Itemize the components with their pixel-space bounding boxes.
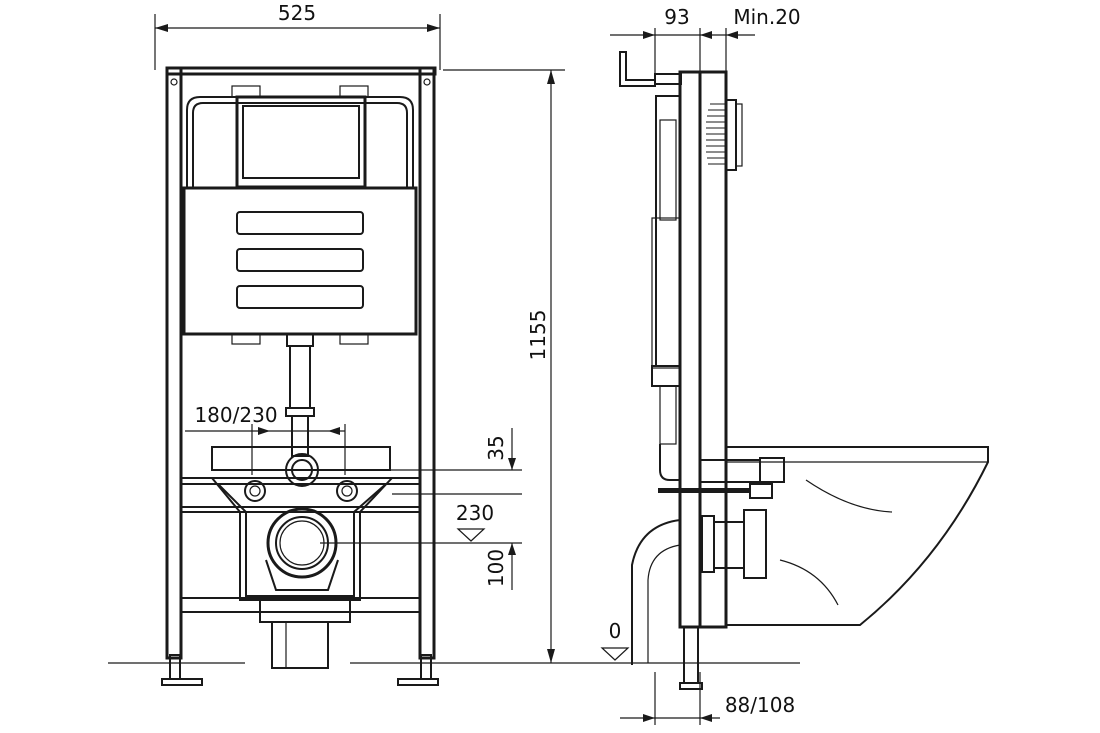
label-93: 93 <box>664 5 689 29</box>
label-35: 35 <box>484 435 508 460</box>
dimension-width: 525 <box>154 1 441 70</box>
label-100: 100 <box>484 549 508 587</box>
side-wall <box>698 70 728 629</box>
label-0: 0 <box>609 619 622 643</box>
height-references <box>320 69 565 544</box>
level-0: 0 <box>600 619 630 661</box>
frame <box>161 66 439 686</box>
dimension-height: 1155 <box>526 70 555 663</box>
pan-bracket <box>181 446 420 669</box>
level-230: 230 <box>456 501 494 542</box>
label-min20: Min.20 <box>733 5 800 29</box>
side-cistern <box>651 95 681 481</box>
cistern <box>182 85 418 345</box>
dimension-100: 100 <box>484 543 516 590</box>
side-view: 93 Min.20 <box>600 5 989 725</box>
dimension-93: 93 Min.20 <box>610 5 801 78</box>
dimension-88-108: 88/108 <box>620 672 795 725</box>
side-frame-post <box>678 70 702 629</box>
spacing-label: 180/230 <box>194 403 277 427</box>
label-88-108: 88/108 <box>725 693 795 717</box>
height-label: 1155 <box>526 310 550 361</box>
label-230: 230 <box>456 501 494 525</box>
wc-pan <box>726 446 989 626</box>
front-view: 525 <box>108 1 800 686</box>
connections <box>631 457 785 665</box>
top-hook <box>619 51 656 87</box>
side-foot <box>683 626 699 684</box>
width-label: 525 <box>278 1 316 25</box>
dimension-35: 35 <box>484 428 516 470</box>
dimension-spacing: 180/230 <box>185 403 346 475</box>
flush-plate-profile <box>706 99 743 171</box>
flush-pipe <box>285 333 315 457</box>
